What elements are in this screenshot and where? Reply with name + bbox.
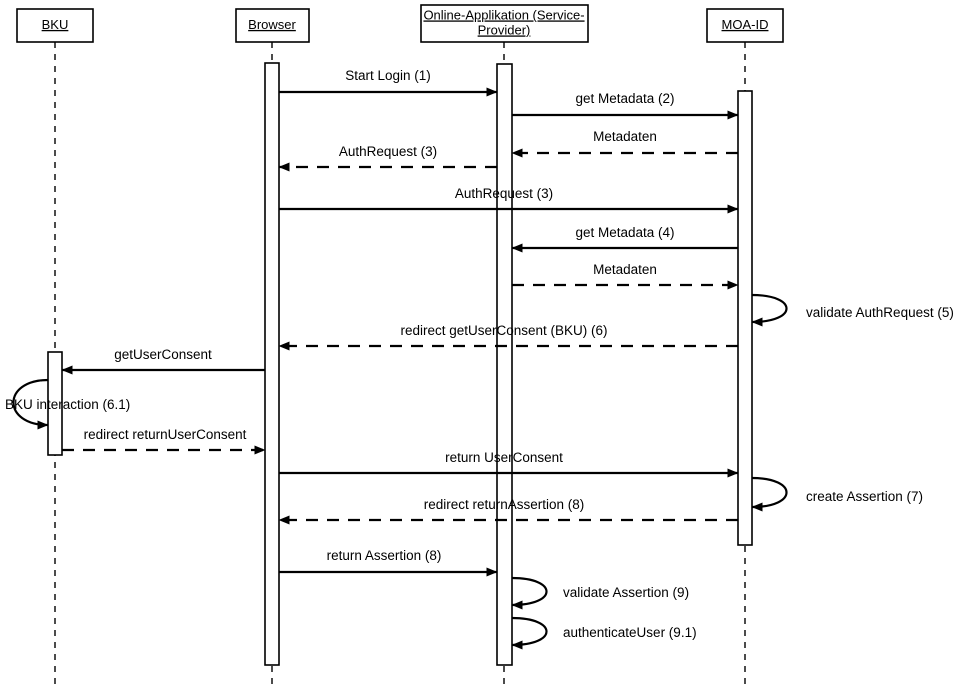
self-message-label: validate Assertion (9): [563, 585, 689, 600]
message-label: Start Login (1): [345, 68, 431, 83]
message-label: get Metadata (4): [575, 225, 674, 240]
message-9: getUserConsent: [61, 347, 265, 375]
message-label: redirect returnAssertion (8): [424, 497, 585, 512]
self-message-3: create Assertion (7): [751, 476, 923, 512]
activation-bar-oa: [496, 63, 513, 666]
message-label: return Assertion (8): [327, 548, 442, 563]
self-message-5: authenticateUser (9.1): [511, 616, 697, 650]
message-10: redirect returnUserConsent: [62, 427, 266, 455]
message-label: Metadaten: [593, 262, 657, 277]
lifeline-title-text: MOA-ID: [722, 17, 769, 32]
lifeline-head-browser[interactable]: Browser: [235, 8, 310, 43]
message-label: redirect returnUserConsent: [84, 427, 247, 442]
activations-layer: [47, 62, 753, 666]
message-8: redirect getUserConsent (BKU) (6): [278, 323, 738, 351]
message-label: return UserConsent: [445, 450, 563, 465]
activation-bar-browser: [264, 62, 280, 666]
lifeline-head-box[interactable]: [420, 4, 589, 43]
message-label: get Metadata (2): [575, 91, 674, 106]
activation-bar-moaid: [737, 90, 753, 546]
message-4: AuthRequest (3): [278, 144, 497, 172]
self-message-label: BKU interaction (6.1): [5, 397, 130, 412]
self-message-label: validate AuthRequest (5): [806, 305, 954, 320]
lifeline-head-moaid[interactable]: MOA-ID: [706, 8, 784, 43]
message-label: Metadaten: [593, 129, 657, 144]
self-message-loop: [751, 476, 788, 512]
message-label: redirect getUserConsent (BKU) (6): [400, 323, 607, 338]
lifeline-title-text: Browser: [248, 17, 296, 32]
lifeline-title-text: BKU: [42, 17, 69, 32]
lifeline-title-text: Provider): [478, 22, 531, 37]
self-message-loop: [12, 378, 49, 430]
message-12: redirect returnAssertion (8): [278, 497, 738, 525]
message-1: Start Login (1): [279, 68, 498, 97]
self-messages-layer: validate AuthRequest (5) BKU interaction …: [5, 293, 954, 650]
message-5: AuthRequest (3): [279, 186, 739, 214]
message-label: getUserConsent: [114, 347, 212, 362]
lifeline-title-text: Online-Applikation (Service-: [423, 7, 584, 22]
self-message-loop: [751, 293, 788, 327]
lifeline-heads-layer: BKU Browser Online-Applikation (Service-Pr…: [16, 4, 784, 43]
self-message-label: authenticateUser (9.1): [563, 625, 697, 640]
lifeline-head-box[interactable]: [235, 8, 310, 43]
message-2: get Metadata (2): [512, 91, 739, 120]
message-label: AuthRequest (3): [339, 144, 437, 159]
lifeline-head-box[interactable]: [706, 8, 784, 43]
self-message-4: validate Assertion (9): [511, 576, 689, 610]
message-7: Metadaten: [512, 262, 739, 290]
lifeline-head-bku[interactable]: BKU: [16, 8, 94, 43]
self-message-label: create Assertion (7): [806, 489, 923, 504]
message-3: Metadaten: [511, 129, 738, 158]
message-11: return UserConsent: [279, 450, 739, 478]
lifeline-head-box[interactable]: [16, 8, 94, 43]
self-message-loop: [511, 616, 548, 650]
lifeline-head-oa[interactable]: Online-Applikation (Service-Provider): [420, 4, 589, 43]
activation-bar-bku: [47, 351, 63, 456]
self-message-2: BKU interaction (6.1): [5, 378, 130, 430]
message-label: AuthRequest (3): [455, 186, 553, 201]
messages-layer: Start Login (1) get Metadata (2) Metadaten…: [61, 68, 739, 577]
message-6: get Metadata (4): [511, 225, 738, 253]
message-13: return Assertion (8): [279, 548, 498, 577]
self-message-1: validate AuthRequest (5): [751, 293, 954, 327]
self-message-loop: [511, 576, 548, 610]
